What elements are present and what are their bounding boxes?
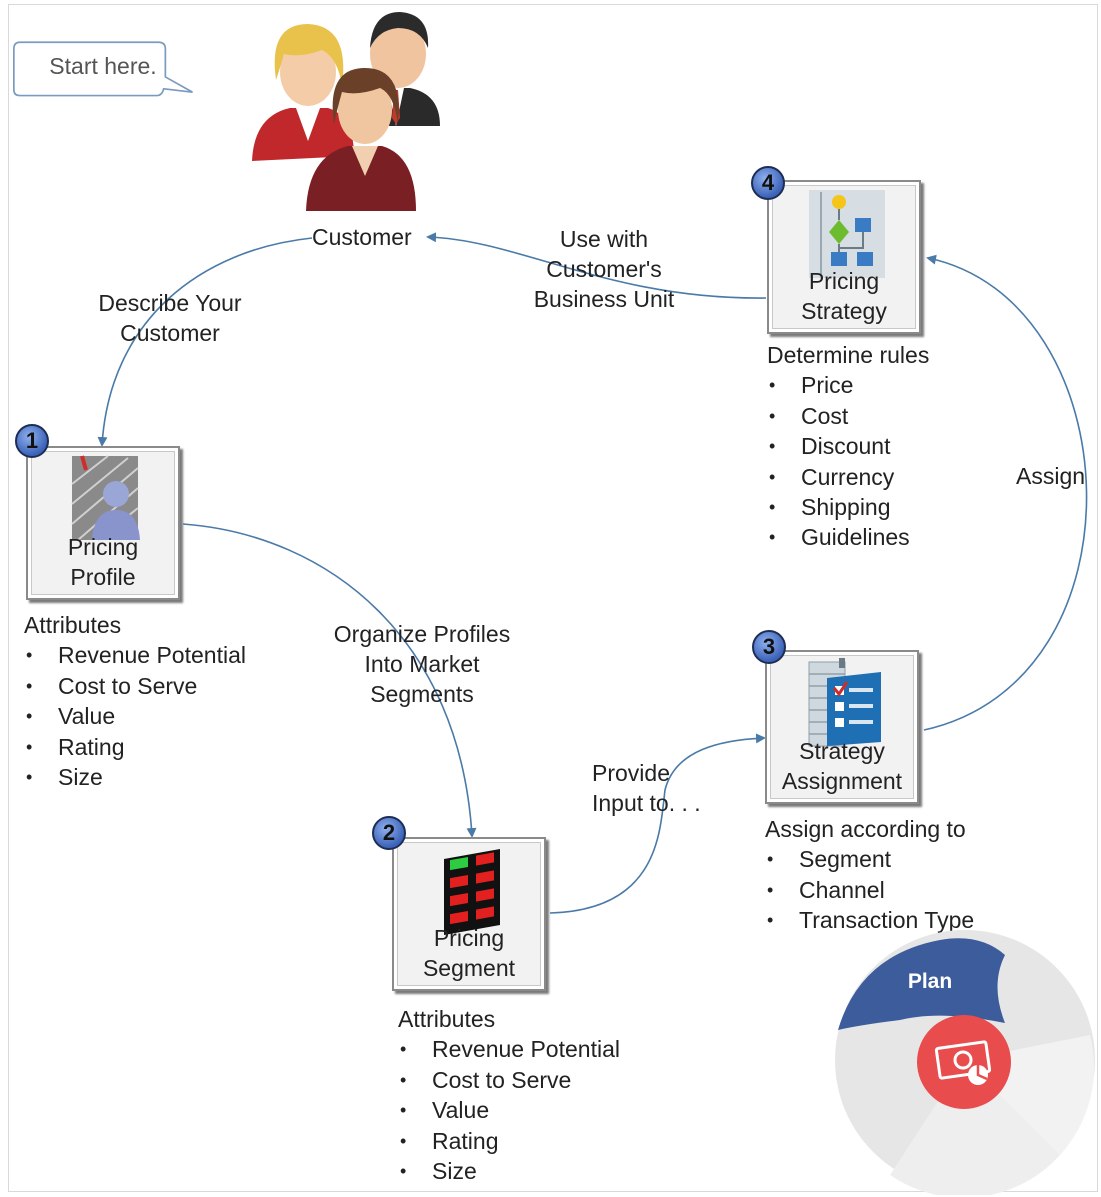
arrow-assign bbox=[923, 254, 1088, 731]
edge-label-describe-customer: Describe Your Customer bbox=[84, 288, 256, 348]
title-line: Strategy bbox=[801, 298, 887, 324]
title-line: Pricing bbox=[433, 925, 505, 951]
title-line: Pricing bbox=[808, 268, 880, 294]
arrow-provide-input bbox=[549, 733, 766, 914]
list-item: Discount bbox=[767, 431, 929, 462]
arrow-use-with-bu bbox=[426, 232, 767, 299]
pricing-profile-title: Pricing Profile bbox=[28, 532, 178, 592]
list-item: Cost to Serve bbox=[24, 671, 246, 702]
callout-text: Start here. bbox=[49, 53, 157, 79]
list-item: Transaction Type bbox=[765, 905, 974, 936]
edge-label-use-with-business-unit: Use with Customer's Business Unit bbox=[522, 224, 686, 314]
assignment-checklist-icon bbox=[808, 658, 881, 747]
list-item: Cost to Serve bbox=[398, 1065, 620, 1096]
arrow-describe-customer bbox=[97, 237, 313, 447]
pricing-segment-box: Pricing Segment bbox=[392, 837, 546, 991]
list-item: Cost bbox=[767, 401, 929, 432]
list-item: Value bbox=[24, 701, 246, 732]
edge-label-line: Provide bbox=[592, 760, 670, 786]
list-item: Guidelines bbox=[767, 522, 929, 553]
pricing-strategy-box: Pricing Strategy bbox=[767, 180, 921, 334]
diagram-frame bbox=[8, 4, 1098, 1192]
edge-label-line: Business Unit bbox=[533, 286, 675, 312]
strategy-assignment-box: Strategy Assignment bbox=[765, 650, 919, 804]
list-item: Revenue Potential bbox=[398, 1034, 620, 1065]
edge-label-line: Customer's bbox=[546, 256, 662, 282]
title-line: Strategy bbox=[799, 738, 885, 764]
list-heading: Assign according to bbox=[765, 816, 966, 842]
list-item: Rating bbox=[24, 732, 246, 763]
list-heading: Attributes bbox=[24, 612, 122, 638]
segment-icon bbox=[444, 849, 500, 935]
edge-label-line: Organize Profiles bbox=[333, 621, 511, 647]
list-item: Currency bbox=[767, 462, 929, 493]
pricing-segment-attributes: Attributes Revenue Potential Cost to Ser… bbox=[398, 1004, 620, 1187]
title-line: Assignment bbox=[781, 768, 903, 794]
step-number-badge: 4 bbox=[751, 166, 785, 200]
edge-label-line: Input to. . . bbox=[592, 790, 701, 816]
edge-label-line: Customer bbox=[120, 320, 220, 346]
pricing-profile-box: Pricing Profile bbox=[26, 446, 180, 600]
speech-bubble bbox=[13, 41, 193, 97]
strategy-flowchart-icon bbox=[809, 190, 885, 278]
title-line: Segment bbox=[422, 955, 516, 981]
plan-badge-label: Plan bbox=[908, 970, 952, 993]
list-item: Size bbox=[24, 762, 246, 793]
edge-label-provide-input: Provide Input to. . . bbox=[592, 758, 701, 818]
step-number-badge: 2 bbox=[372, 816, 406, 850]
pricing-segment-title: Pricing Segment bbox=[394, 923, 544, 983]
arrow-organize-profiles bbox=[182, 523, 477, 838]
list-item: Segment bbox=[765, 844, 974, 875]
customer-node-label: Customer bbox=[312, 224, 412, 250]
customer-people-icon bbox=[252, 12, 440, 211]
strategy-assignment-title: Strategy Assignment bbox=[767, 736, 917, 796]
edge-label-line: Use with bbox=[559, 226, 649, 252]
pricing-strategy-rules: Determine rules Price Cost Discount Curr… bbox=[767, 340, 929, 553]
profile-icon bbox=[71, 455, 140, 541]
edge-label-line: Describe Your bbox=[98, 290, 242, 316]
edge-label-line: Into Market bbox=[364, 651, 480, 677]
list-item: Rating bbox=[398, 1126, 620, 1157]
title-line: Pricing bbox=[67, 534, 139, 560]
list-item: Channel bbox=[765, 875, 974, 906]
step-number-badge: 3 bbox=[752, 630, 786, 664]
strategy-assignment-criteria: Assign according to Segment Channel Tran… bbox=[765, 814, 974, 936]
pricing-strategy-title: Pricing Strategy bbox=[769, 266, 919, 326]
step-number-badge: 1 bbox=[15, 424, 49, 458]
list-heading: Attributes bbox=[398, 1006, 496, 1032]
plan-lifecycle-badge: Plan bbox=[835, 930, 1095, 1195]
list-heading: Determine rules bbox=[767, 342, 930, 368]
money-icon bbox=[934, 1040, 992, 1085]
edge-label-organize-profiles: Organize Profiles Into Market Segments bbox=[322, 619, 522, 709]
pricing-profile-attributes: Attributes Revenue Potential Cost to Ser… bbox=[24, 610, 246, 793]
list-item: Value bbox=[398, 1095, 620, 1126]
title-line: Profile bbox=[70, 564, 136, 590]
edge-label-line: Segments bbox=[370, 681, 474, 707]
edge-label-assign: Assign bbox=[1016, 463, 1086, 489]
list-item: Size bbox=[398, 1156, 620, 1187]
list-item: Revenue Potential bbox=[24, 640, 246, 671]
list-item: Price bbox=[767, 370, 929, 401]
list-item: Shipping bbox=[767, 492, 929, 523]
